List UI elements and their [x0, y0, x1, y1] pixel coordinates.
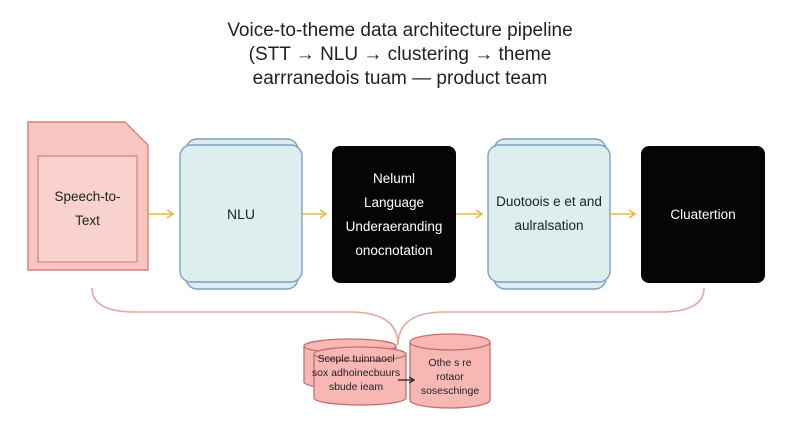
connector-stt-to-stores [91, 287, 399, 346]
nlu-node-label: NLU [226, 205, 255, 222]
arrow-annotation-to-dedup [456, 209, 484, 219]
diagram-title-line-3: earrranedois tuam — product team [252, 68, 548, 89]
diagram-title-line-2: (STT → NLU → clustering → theme [248, 44, 552, 65]
nlu-annotation-node-label: Neluml Language Underaeranding onocnotat… [345, 170, 443, 258]
clustering-box [641, 146, 765, 283]
arrow-dedup-to-clustering [610, 209, 637, 219]
dedup-node-label: Duotoois e et and aulralsation [496, 193, 602, 233]
arrow-stt-to-nlu [148, 209, 175, 219]
left-database-icon [303, 338, 407, 406]
diagram-title-line-1: Voice-to-theme data architecture pipelin… [227, 20, 573, 41]
arrow-nlu-to-annotation [302, 209, 328, 219]
connector-clustering-to-stores [397, 287, 705, 346]
right-store-label: Othe s re rotaor soseschinge [420, 357, 480, 397]
left-store-label: Sceple tuinnaocl sox adhoinecbuurs sbude… [311, 353, 401, 393]
right-database-icon [409, 333, 491, 409]
nlu-annotation-box [332, 146, 456, 283]
clustering-node-label: Cluatertion [670, 206, 736, 222]
stt-node-label: Speech-to- Text [54, 189, 121, 228]
stt-inner-frame [37, 155, 138, 263]
arrow-between-stores [398, 376, 416, 384]
